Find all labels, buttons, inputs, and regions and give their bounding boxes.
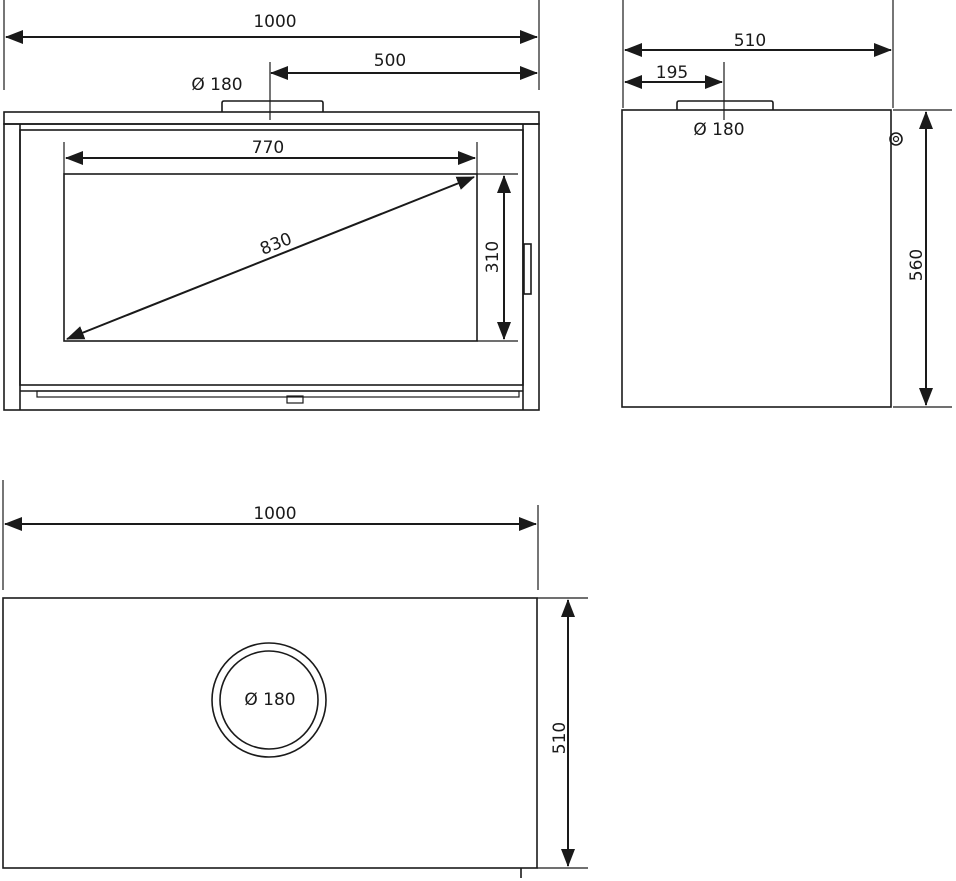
side-flue-offset-label: 195 — [656, 63, 688, 83]
front-top-plate — [3, 111, 540, 125]
front-flue-label: Ø 180 — [191, 75, 242, 95]
front-flue-collar — [221, 100, 324, 112]
side-hinge-pin — [892, 135, 900, 143]
glass-diagonal-label: 830 — [257, 229, 295, 260]
front-width-label: 1000 — [253, 12, 296, 32]
top-flue-label: Ø 180 — [244, 690, 295, 710]
top-flue-inner — [219, 650, 319, 750]
side-flue-collar — [676, 100, 774, 110]
top-body — [2, 597, 538, 869]
side-height-label: 560 — [907, 249, 927, 281]
glass-width-label: 770 — [252, 138, 284, 158]
top-view: 1000 Ø 180 510 — [2, 480, 588, 878]
side-view: 510 195 Ø 180 560 — [621, 0, 952, 408]
glass-diagonal-dimension — [66, 176, 475, 340]
top-flue-outer — [211, 642, 327, 758]
front-view: 1000 500 Ø 180 770 830 — [3, 0, 540, 411]
front-glass — [63, 173, 478, 342]
side-depth-label: 510 — [734, 31, 766, 51]
side-flue-label: Ø 180 — [693, 120, 744, 140]
top-depth-label: 510 — [550, 722, 570, 754]
front-ash-drawer — [36, 390, 520, 398]
front-air-control — [286, 395, 304, 404]
glass-height-label: 310 — [483, 241, 503, 273]
side-body — [621, 109, 892, 408]
front-half-width-label: 500 — [374, 51, 406, 71]
front-door-handle — [523, 243, 532, 295]
top-width-label: 1000 — [253, 504, 296, 524]
front-body — [3, 123, 540, 411]
side-hinge — [889, 132, 903, 146]
front-door-frame — [19, 129, 524, 386]
